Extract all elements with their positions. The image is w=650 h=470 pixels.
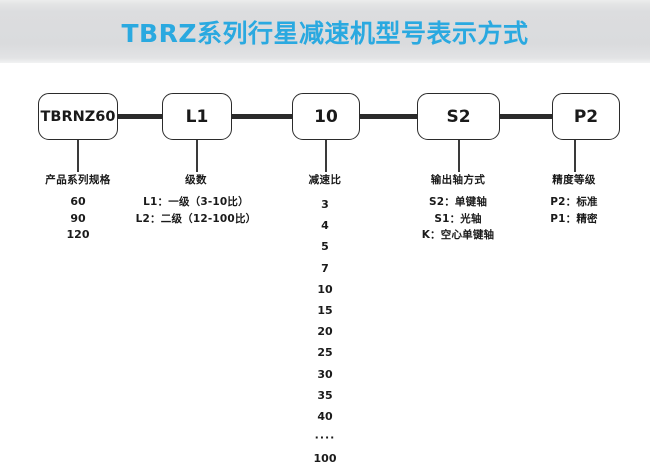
column-series-item: 90 [70,211,86,225]
column-ratio-item: 5 [321,240,329,254]
connector-series-stage [118,114,162,119]
page-title: TBRZ系列行星减速机型号表示方式 [121,18,529,48]
column-precision-item: P2：标准 [550,196,598,208]
column-precision-title: 精度等级 [552,174,596,186]
node-series[interactable]: TBRNZ60 [38,93,118,140]
column-ratio-item: 10 [317,282,333,296]
column-series: 产品系列规格 60 90 120 [8,172,148,244]
node-shaft[interactable]: S2 [417,93,500,140]
column-series-item: 120 [66,228,90,241]
column-precision: 精度等级 P2：标准 P1：精密 [514,172,634,227]
column-ratio-item: 7 [321,261,329,275]
column-shaft-item: S1：光轴 [434,212,482,225]
column-ratio-item: 25 [317,346,333,360]
node-stage-label: L1 [185,106,209,127]
column-ratio-title: 减速比 [308,174,342,186]
column-precision-item: P1：精密 [550,212,598,225]
droplink-ratio [325,140,327,172]
node-shaft-label: S2 [446,106,471,127]
column-ratio-item: 20 [317,325,333,339]
column-ratio-item: 15 [317,304,333,318]
droplink-stage [196,140,198,172]
column-ratio: 减速比 3 4 5 7 10 15 20 25 30 35 40 ···· 10… [265,172,385,470]
column-stage-item: L1：一级（3-10比） [143,196,249,208]
column-shaft: 输出轴方式 S2：单键轴 S1：光轴 K：空心单键轴 [388,172,528,244]
column-shaft-title: 输出轴方式 [430,174,486,186]
column-series-item: 60 [70,195,86,208]
column-stage-title: 级数 [185,174,207,186]
droplink-precision [574,140,576,172]
column-shaft-item: K：空心单键轴 [421,229,495,241]
column-ratio-item: 4 [321,219,329,233]
connector-ratio-shaft [360,114,417,119]
column-ratio-item: 100 [313,452,337,466]
connector-stage-ratio [232,114,292,119]
column-ratio-item: 3 [321,198,329,211]
column-ratio-item: 35 [317,388,333,402]
column-stage: 级数 L1：一级（3-10比） L2：二级（12-100比） [116,172,276,227]
column-shaft-item: S2：单键轴 [428,196,488,208]
column-ratio-item: 40 [317,410,333,424]
node-precision[interactable]: P2 [552,93,620,140]
node-series-label: TBRNZ60 [40,108,116,125]
node-ratio-label: 10 [314,106,338,127]
node-precision-label: P2 [573,106,599,127]
column-ratio-item-ellipsis: ···· [314,431,336,445]
column-series-title: 产品系列规格 [45,174,111,186]
header-banner: TBRZ系列行星减速机型号表示方式 [0,0,650,64]
column-ratio-item: 30 [317,367,333,381]
node-ratio[interactable]: 10 [292,93,360,140]
connector-shaft-precision [500,114,552,119]
model-code-diagram: TBRNZ60 L1 10 S2 P2 产品系列规格 60 90 120 级数 … [0,63,650,470]
column-stage-item: L2：二级（12-100比） [135,212,257,225]
droplink-shaft [458,140,460,172]
droplink-series [77,140,79,172]
node-stage[interactable]: L1 [162,93,232,140]
